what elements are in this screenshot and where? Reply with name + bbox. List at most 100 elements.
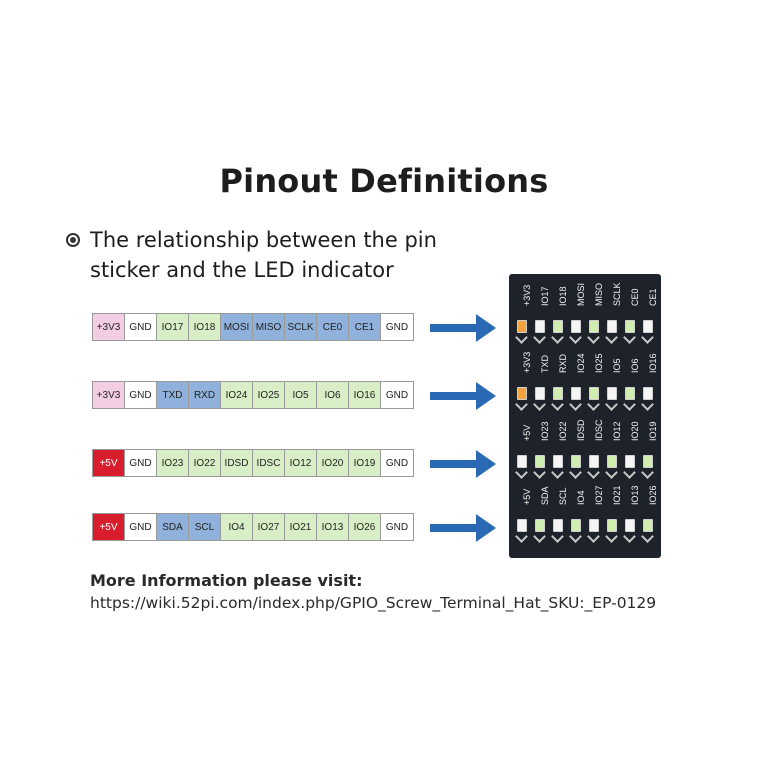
led-indicator bbox=[589, 455, 599, 468]
bullet-icon bbox=[66, 233, 80, 247]
pin-label: GND bbox=[125, 382, 157, 408]
chevron-down-icon bbox=[587, 331, 600, 344]
pin-label: IO17 bbox=[157, 314, 189, 340]
led-indicator bbox=[517, 519, 527, 532]
led-indicator bbox=[535, 519, 545, 532]
chevron-down-icon bbox=[551, 331, 564, 344]
pin-label: IO16 bbox=[349, 382, 381, 408]
board-pin-label: IO24 bbox=[570, 347, 586, 383]
pin-label: GND bbox=[125, 450, 157, 476]
chevron-down-icon bbox=[605, 466, 618, 479]
board-pin-text: IO26 bbox=[648, 485, 658, 505]
pin-label: +3V3 bbox=[93, 382, 125, 408]
pin-label: IO27 bbox=[253, 514, 285, 540]
led-indicator bbox=[571, 455, 581, 468]
pin-label: IO4 bbox=[221, 514, 253, 540]
chevron-down-icon bbox=[623, 398, 636, 411]
chevron-down-icon bbox=[623, 466, 636, 479]
pin-label: SDA bbox=[157, 514, 189, 540]
chevron-down-icon bbox=[587, 398, 600, 411]
board-pin-label: CE0 bbox=[624, 280, 640, 316]
pin-label: GND bbox=[125, 314, 157, 340]
pin-label: IO25 bbox=[253, 382, 285, 408]
board-pin-label: SDA bbox=[534, 479, 550, 515]
led-indicator bbox=[589, 387, 599, 400]
board-pin-label: IO5 bbox=[606, 347, 622, 383]
board-pin-label: IO26 bbox=[642, 479, 658, 515]
chevron-down-icon bbox=[551, 530, 564, 543]
pin-label: SCL bbox=[189, 514, 221, 540]
board-pin-text: IO22 bbox=[558, 421, 568, 441]
pin-label: MISO bbox=[253, 314, 285, 340]
board-pin-label: IO18 bbox=[552, 280, 568, 316]
board-pin-label: IO4 bbox=[570, 479, 586, 515]
board-pin-text: IO13 bbox=[630, 485, 640, 505]
board-pin-label: RXD bbox=[552, 347, 568, 383]
pin-label: +5V bbox=[93, 514, 125, 540]
board-pin-text: +3V3 bbox=[522, 284, 532, 306]
board-pin-text: +5V bbox=[522, 488, 532, 505]
chevron-down-icon bbox=[569, 530, 582, 543]
pin-label: IO24 bbox=[221, 382, 253, 408]
chevron-down-icon bbox=[641, 331, 654, 344]
pin-label: GND bbox=[125, 514, 157, 540]
board-pin-text: IO20 bbox=[630, 421, 640, 441]
board-pin-text: IO24 bbox=[576, 353, 586, 373]
chevron-down-icon bbox=[605, 331, 618, 344]
board-pin-text: MISO bbox=[594, 282, 604, 306]
led-indicator bbox=[643, 519, 653, 532]
board-pin-label: IO13 bbox=[624, 479, 640, 515]
board-pin-text: IO21 bbox=[612, 485, 622, 505]
chevron-down-icon bbox=[515, 398, 528, 411]
board-pin-text: IDSC bbox=[594, 419, 604, 441]
board-pin-text: IO6 bbox=[630, 358, 640, 373]
board-pin-text: IO12 bbox=[612, 421, 622, 441]
led-indicator bbox=[589, 320, 599, 333]
chevron-down-icon bbox=[551, 466, 564, 479]
chevron-down-icon bbox=[641, 398, 654, 411]
board-pin-text: CE0 bbox=[630, 288, 640, 306]
led-indicator bbox=[607, 519, 617, 532]
led-indicator bbox=[643, 387, 653, 400]
chevron-down-icon bbox=[641, 466, 654, 479]
info-url: https://wiki.52pi.com/index.php/GPIO_Scr… bbox=[90, 594, 657, 612]
chevron-down-icon bbox=[605, 530, 618, 543]
led-indicator bbox=[607, 455, 617, 468]
page-title: Pinout Definitions bbox=[219, 162, 549, 200]
chevron-down-icon bbox=[533, 398, 546, 411]
board-pin-label: TXD bbox=[534, 347, 550, 383]
chevron-down-icon bbox=[587, 466, 600, 479]
pin-label: GND bbox=[381, 450, 413, 476]
board-pin-label: +3V3 bbox=[516, 347, 532, 383]
board-pin-label: +3V3 bbox=[516, 280, 532, 316]
led-indicator bbox=[553, 455, 563, 468]
board-pin-label: IO16 bbox=[642, 347, 658, 383]
pin-label: +3V3 bbox=[93, 314, 125, 340]
board-pin-text: RXD bbox=[558, 353, 568, 373]
led-indicator bbox=[607, 387, 617, 400]
pin-label: +5V bbox=[93, 450, 125, 476]
pin-label: IO26 bbox=[349, 514, 381, 540]
board-pin-label: IO27 bbox=[588, 479, 604, 515]
board-pin-label: IO20 bbox=[624, 415, 640, 451]
board-pin-label: SCLK bbox=[606, 280, 622, 316]
led-indicator bbox=[571, 519, 581, 532]
pin-label: IO5 bbox=[285, 382, 317, 408]
board-pin-text: SCLK bbox=[612, 282, 622, 306]
board-pin-label: IO12 bbox=[606, 415, 622, 451]
led-indicator bbox=[517, 455, 527, 468]
pin-label: IO22 bbox=[189, 450, 221, 476]
board-pin-text: IO19 bbox=[648, 421, 658, 441]
pin-label: TXD bbox=[157, 382, 189, 408]
board-pin-label: IO22 bbox=[552, 415, 568, 451]
arrow-right-icon bbox=[430, 450, 496, 478]
chevron-down-icon bbox=[587, 530, 600, 543]
pin-label: MOSI bbox=[221, 314, 253, 340]
pin-label: IDSD bbox=[221, 450, 253, 476]
chevron-down-icon bbox=[569, 398, 582, 411]
arrow-right-icon bbox=[430, 514, 496, 542]
led-indicator bbox=[643, 455, 653, 468]
